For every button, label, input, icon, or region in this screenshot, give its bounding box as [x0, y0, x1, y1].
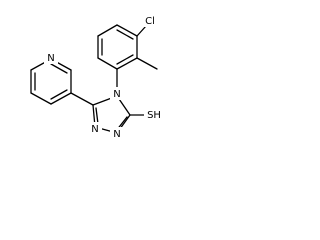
atom-pyridine-nitrogen: N [44, 51, 58, 64]
atom-triazole-n1: N [88, 122, 102, 135]
chemical-structure: N Cl N N N SH [30, 14, 164, 140]
phenyl-ring [97, 24, 138, 70]
pyridine-nitrogen-label: N [47, 53, 54, 64]
atom-triazole-n2: N [110, 127, 124, 140]
triazole-n4-label: N [113, 89, 120, 100]
atom-triazole-n4: N [110, 87, 124, 100]
atom-thiol: SH [144, 108, 164, 121]
thiol-label: SH [147, 110, 161, 121]
chlorine-label: Cl [145, 16, 155, 27]
methyl-bond [136, 57, 158, 70]
pyridyl-triazole-bond [70, 92, 94, 106]
pyridine-ring [30, 58, 72, 105]
triazole-n2-label: N [113, 129, 120, 140]
chloro-bond [136, 25, 147, 37]
triazole-n1-label: N [91, 124, 98, 135]
atom-chlorine: Cl [140, 14, 160, 27]
